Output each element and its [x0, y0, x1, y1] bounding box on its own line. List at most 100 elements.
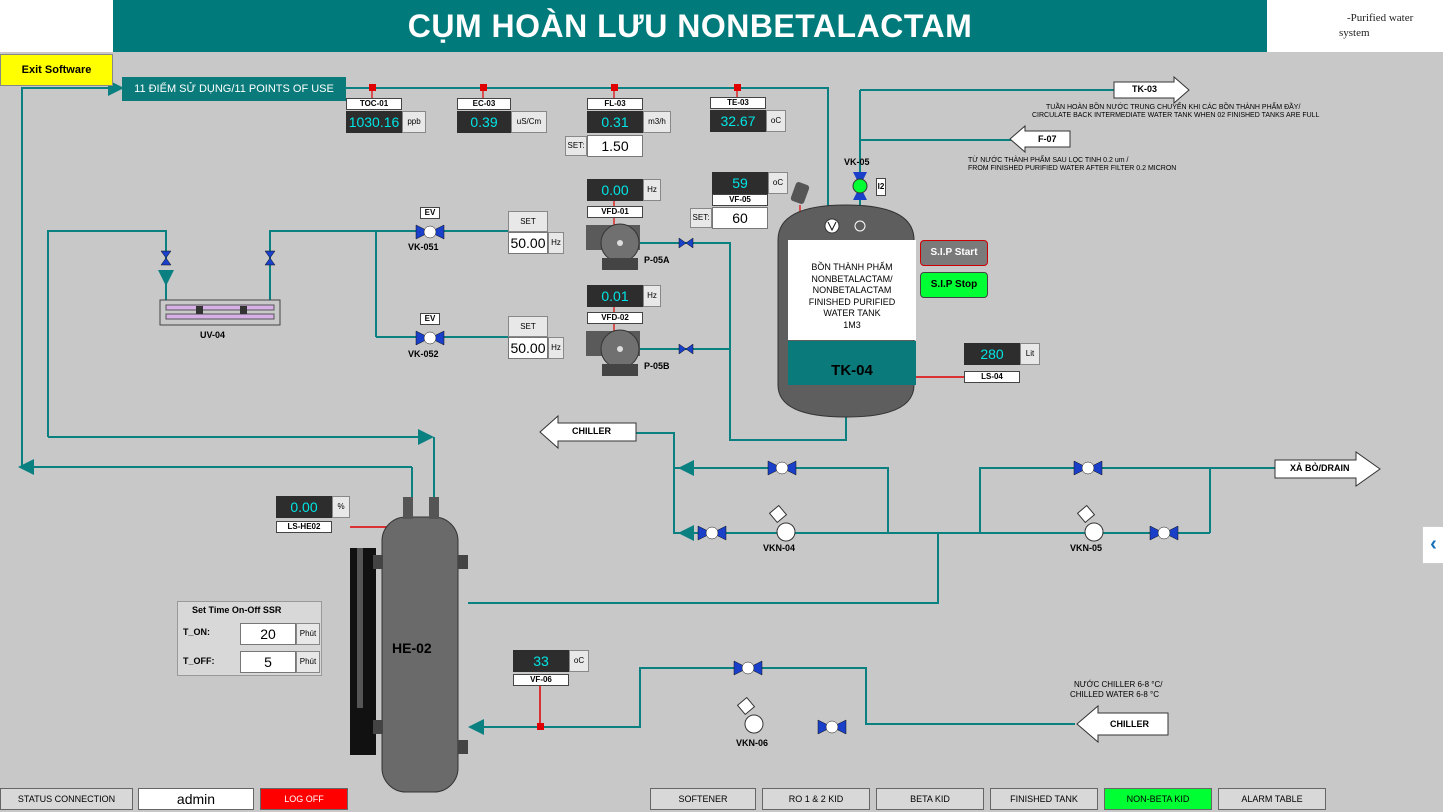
f07-label: F-07: [1038, 134, 1057, 144]
vk05-position-tag: I2: [876, 178, 886, 196]
softener-button[interactable]: SOFTENER: [650, 788, 756, 810]
chiller-in-label: CHILLER: [1110, 719, 1149, 729]
vk052-label: VK-052: [408, 349, 439, 359]
chilled-note-line1: NƯỚC CHILLER 6-8 °C/: [1074, 680, 1163, 689]
points-of-use-label: 11 ĐIỂM SỬ DỤNG/11 POINTS OF USE: [122, 77, 346, 101]
status-connection-button[interactable]: STATUS CONNECTION: [0, 788, 133, 810]
f07-note-line2: FROM FINISHED PURIFIED WATER AFTER FILTE…: [968, 165, 1177, 172]
tank-line6: 1M3: [843, 319, 861, 330]
chilled-note-line2: CHILLED WATER 6-8 °C: [1070, 690, 1159, 699]
beta-kid-button[interactable]: BETA KID: [876, 788, 984, 810]
toff-label: T_OFF:: [183, 656, 215, 666]
tank-tk04: [777, 204, 916, 418]
ssr-timer-panel: Set Time On-Off SSR T_ON: 20 Phút T_OFF:…: [177, 601, 322, 676]
ec03-unit: uS/Cm: [511, 111, 547, 133]
ssr-title: Set Time On-Off SSR: [192, 605, 282, 615]
te03-unit: oC: [766, 110, 786, 132]
vf05-setpoint-input[interactable]: 60: [712, 207, 768, 229]
fl03-tag: FL-03: [587, 98, 643, 110]
tank-line4: FINISHED PURIFIED: [808, 296, 896, 307]
vf05-unit: oC: [768, 172, 788, 194]
system-name-line1: -Purified water: [1347, 12, 1414, 24]
uv04-label: UV-04: [200, 330, 226, 340]
vfd01-tag: VFD-01: [587, 206, 643, 218]
fl03-value: 0.31: [587, 111, 643, 133]
vkn06-label: VKN-06: [736, 738, 769, 748]
ton-unit: Phút: [296, 623, 320, 645]
lshe02-unit: %: [332, 496, 350, 518]
chiller-out-label: CHILLER: [572, 426, 611, 436]
he02-label: HE-02: [392, 640, 432, 656]
log-off-button[interactable]: LOG OFF: [260, 788, 348, 810]
ls04-unit: Lit: [1020, 343, 1040, 365]
ls04-value: 280: [964, 343, 1020, 365]
toc01-value: 1030.16: [346, 111, 402, 133]
vf06-value: 33: [513, 650, 569, 672]
ev-051-tag: EV: [420, 207, 440, 219]
vf05-set-label: SET:: [690, 208, 712, 228]
vf06-tag: VF-06: [513, 674, 569, 686]
vf06-unit: oC: [569, 650, 589, 672]
set-b-input[interactable]: 50.00: [508, 337, 548, 359]
vfd01-unit: Hz: [643, 179, 661, 201]
tank-line3: NONBETALACTAM: [812, 285, 892, 295]
vkn05-label: VKN-05: [1070, 543, 1103, 553]
vfd02-tag: VFD-02: [587, 312, 643, 324]
toff-unit: Phút: [296, 651, 320, 673]
header-bar: [113, 0, 1267, 52]
vfd02-value: 0.01: [587, 285, 643, 307]
f07-note-line1: TỪ NƯỚC THÀNH PHẨM SAU LỌC TINH 0.2 um /: [968, 157, 1129, 164]
lshe02-tag: LS-HE02: [276, 521, 332, 533]
p05b-label: P-05B: [644, 361, 670, 371]
fl03-set-label: SET:: [565, 136, 587, 156]
ls04-tag: LS-04: [964, 371, 1020, 383]
ton-label: T_ON:: [183, 627, 210, 637]
tank-line5: WATER TANK: [823, 308, 881, 318]
set-b-label: SET: [508, 316, 548, 337]
tank-name: TK-04: [831, 362, 873, 379]
vkn04-label: VKN-04: [763, 543, 796, 553]
tk03-label: TK-03: [1132, 84, 1158, 94]
vf05-tag: VF-05: [712, 194, 768, 206]
p05a-label: P-05A: [644, 255, 670, 265]
user-field: admin: [138, 788, 254, 810]
ro-kid-button[interactable]: RO 1 & 2 KID: [762, 788, 870, 810]
tank-line1: BỒN THÀNH PHẨM: [811, 262, 893, 272]
ec03-value: 0.39: [457, 111, 511, 133]
fl03-unit: m3/h: [643, 111, 671, 133]
ton-input[interactable]: 20: [240, 623, 296, 645]
ev-052-tag: EV: [420, 313, 440, 325]
set-a-unit: Hz: [548, 232, 564, 254]
set-a-label: SET: [508, 211, 548, 232]
chevron-left-icon[interactable]: ‹: [1422, 526, 1443, 564]
vf05-value: 59: [712, 172, 768, 194]
sip-stop-button[interactable]: S.I.P Stop: [920, 272, 988, 298]
fl03-setpoint-input[interactable]: 1.50: [587, 135, 643, 157]
lshe02-value: 0.00: [276, 496, 332, 518]
toff-input[interactable]: 5: [240, 651, 296, 673]
system-name-box: -Purified water system: [1267, 0, 1443, 52]
te03-tag: TE-03: [710, 97, 766, 109]
tk03-note-line2: CIRCULATE BACK INTERMEDIATE WATER TANK W…: [1032, 112, 1320, 119]
set-a-input[interactable]: 50.00: [508, 232, 548, 254]
finished-tank-button[interactable]: FINISHED TANK: [990, 788, 1098, 810]
vfd01-value: 0.00: [587, 179, 643, 201]
te03-value: 32.67: [710, 110, 766, 132]
page-title: CỤM HOÀN LƯU NONBETALACTAM: [407, 8, 973, 44]
logo-area: [0, 0, 113, 52]
toc01-tag: TOC-01: [346, 98, 402, 110]
system-name-line2: system: [1339, 27, 1370, 39]
ec03-tag: EC-03: [457, 98, 511, 110]
tank-line2: NONBETALACTAM/: [811, 273, 893, 284]
tk03-note-line1: TUẦN HOÀN BỒN NƯỚC TRUNG CHUYỂN KHI CÁC …: [1046, 104, 1301, 111]
set-b-unit: Hz: [548, 337, 564, 359]
vfd02-unit: Hz: [643, 285, 661, 307]
toc01-unit: ppb: [402, 111, 426, 133]
non-beta-kid-button[interactable]: NON-BETA KID: [1104, 788, 1212, 810]
sip-start-button[interactable]: S.I.P Start: [920, 240, 988, 266]
tank-description: BỒN THÀNH PHẨM NONBETALACTAM/ NONBETALAC…: [788, 262, 916, 331]
exit-software-button[interactable]: Exit Software: [0, 54, 113, 86]
vk05-label: VK-05: [844, 157, 870, 167]
alarm-table-button[interactable]: ALARM TABLE: [1218, 788, 1326, 810]
